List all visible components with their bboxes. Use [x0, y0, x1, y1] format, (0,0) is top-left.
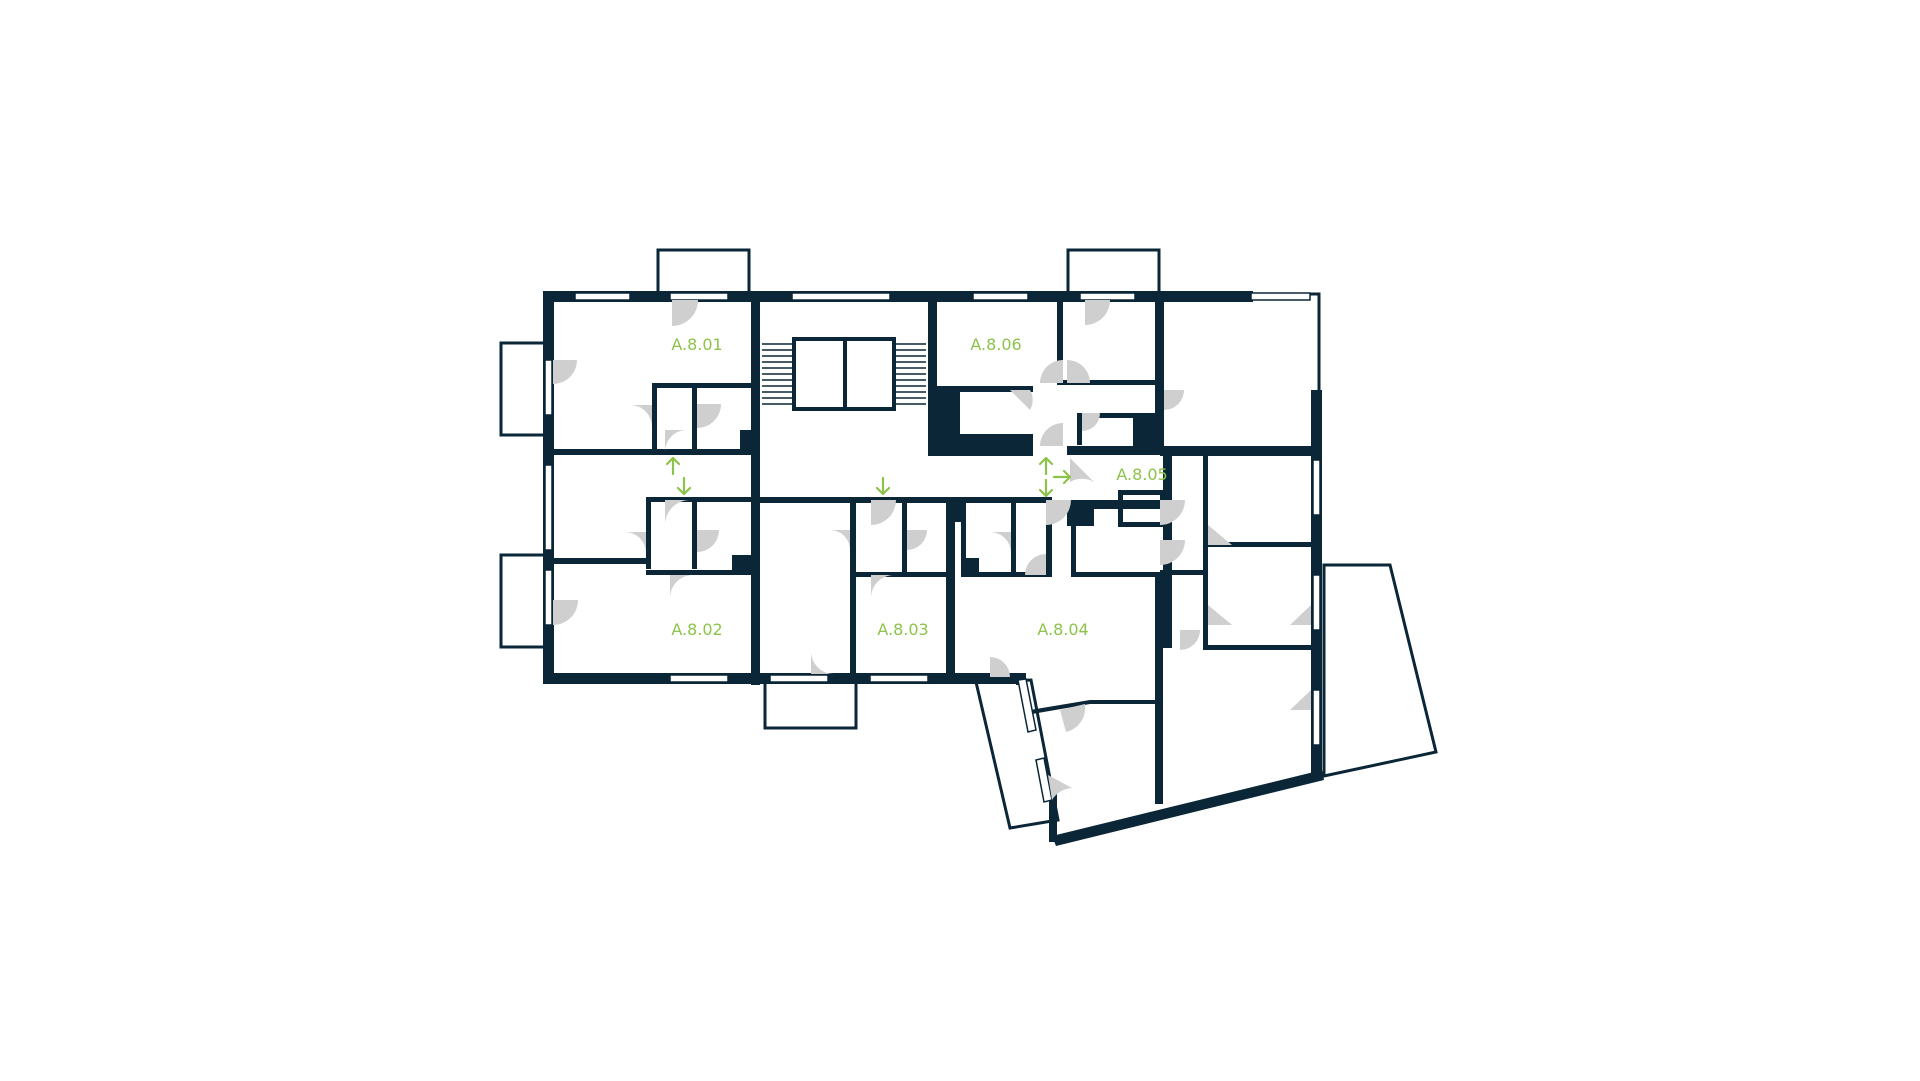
door-swing — [697, 530, 719, 552]
door-swing — [871, 575, 894, 598]
balcony-top-left — [656, 248, 751, 296]
door-swing — [1060, 704, 1086, 732]
door-swing — [665, 430, 687, 452]
balcony-bottom-left-angled — [974, 678, 1060, 830]
door-swing — [1067, 360, 1090, 383]
door-swing — [1208, 525, 1232, 545]
stairs — [762, 343, 926, 405]
door-swing — [811, 651, 834, 674]
door-swing — [670, 575, 693, 598]
door-swing — [1290, 605, 1311, 625]
door-swing — [1048, 775, 1072, 800]
balcony-bottom — [763, 678, 858, 730]
balcony-top-right — [1066, 248, 1161, 296]
door-swing — [830, 530, 850, 550]
door-swing — [990, 532, 1011, 553]
terrace-top-right — [1252, 292, 1321, 394]
apartment-label-a803: A.8.03 — [877, 620, 928, 639]
door-swing — [871, 500, 896, 525]
door-swing — [672, 300, 698, 326]
door-swing — [1160, 540, 1185, 565]
interior-walls — [543, 291, 1313, 804]
balcony-right-angled — [1322, 563, 1438, 778]
door-swing — [907, 530, 927, 550]
apartment-label-a801: A.8.01 — [671, 335, 722, 354]
apartment-label-a804: A.8.04 — [1037, 620, 1088, 639]
door-swing — [1070, 458, 1094, 482]
apartment-labels: A.8.01 A.8.02 A.8.03 A.8.04 A.8.05 A.8.0… — [671, 335, 1167, 639]
entrance-arrows — [665, 456, 1072, 498]
apartment-label-a802: A.8.02 — [671, 620, 722, 639]
doors — [553, 300, 1311, 800]
door-swing — [697, 404, 721, 428]
apartment-label-a806: A.8.06 — [970, 335, 1021, 354]
entry-arrow-icon — [875, 476, 891, 496]
door-swing — [1208, 605, 1232, 625]
door-swing — [625, 532, 646, 553]
door-swing — [990, 657, 1010, 677]
door-swing — [630, 405, 652, 427]
door-swing — [553, 600, 578, 625]
door-swing — [1040, 423, 1063, 446]
door-swing — [1085, 300, 1110, 325]
stair-treads-left — [762, 343, 792, 405]
door-swing — [1046, 500, 1071, 525]
entry-arrow-icon — [665, 456, 692, 496]
balcony-left-lower — [499, 553, 547, 649]
door-swing — [1040, 360, 1063, 383]
door-swing — [1164, 390, 1184, 410]
balcony-left-upper — [499, 341, 547, 437]
door-swing — [1160, 500, 1185, 525]
apartment-label-a805: A.8.05 — [1116, 465, 1167, 484]
door-swing — [1290, 690, 1311, 710]
door-swing — [1180, 630, 1200, 650]
entry-arrow-icon — [1038, 456, 1072, 498]
stair-treads-right — [896, 343, 926, 405]
door-swing — [1025, 554, 1046, 575]
door-swing — [1010, 390, 1033, 410]
door-swing — [665, 500, 690, 525]
door-swing — [553, 360, 577, 384]
door-swing — [1082, 413, 1100, 431]
windows — [544, 292, 1321, 803]
